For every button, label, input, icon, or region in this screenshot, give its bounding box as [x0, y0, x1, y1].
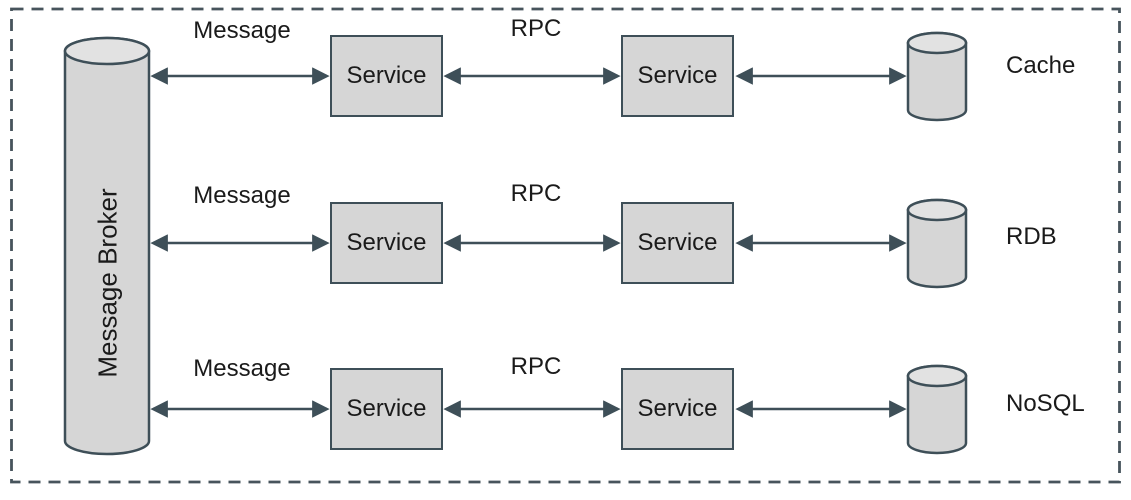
datastore-cylinder-nosql	[906, 364, 968, 455]
datastore-label-nosql: NoSQL	[1006, 390, 1085, 417]
datastore-cylinder-cache	[906, 31, 968, 122]
datastore-label-rdb: RDB	[1006, 223, 1057, 250]
message-broker-label: Message Broker	[92, 188, 123, 378]
service-box-label: Service	[346, 62, 427, 89]
rpc-label: RPC	[510, 15, 562, 42]
message-label: Message	[193, 17, 291, 44]
service-box: Service	[621, 35, 734, 117]
service-box-label: Service	[637, 62, 718, 89]
service-box: Service	[621, 368, 734, 450]
service-box-label: Service	[346, 395, 427, 422]
service-box-label: Service	[346, 229, 427, 256]
service-box: Service	[330, 35, 443, 117]
datastore-label-cache: Cache	[1006, 52, 1076, 79]
outer-dashed-border	[10, 7, 1121, 484]
service-box: Service	[330, 368, 443, 450]
datastore-cylinder-rdb	[906, 198, 968, 289]
message-label: Message	[193, 355, 291, 382]
rpc-label: RPC	[510, 180, 562, 207]
message-broker-cylinder	[63, 36, 151, 456]
service-box-label: Service	[637, 395, 718, 422]
message-label: Message	[193, 182, 291, 209]
service-box: Service	[621, 202, 734, 284]
service-box: Service	[330, 202, 443, 284]
rpc-label: RPC	[510, 353, 562, 380]
service-box-label: Service	[637, 229, 718, 256]
